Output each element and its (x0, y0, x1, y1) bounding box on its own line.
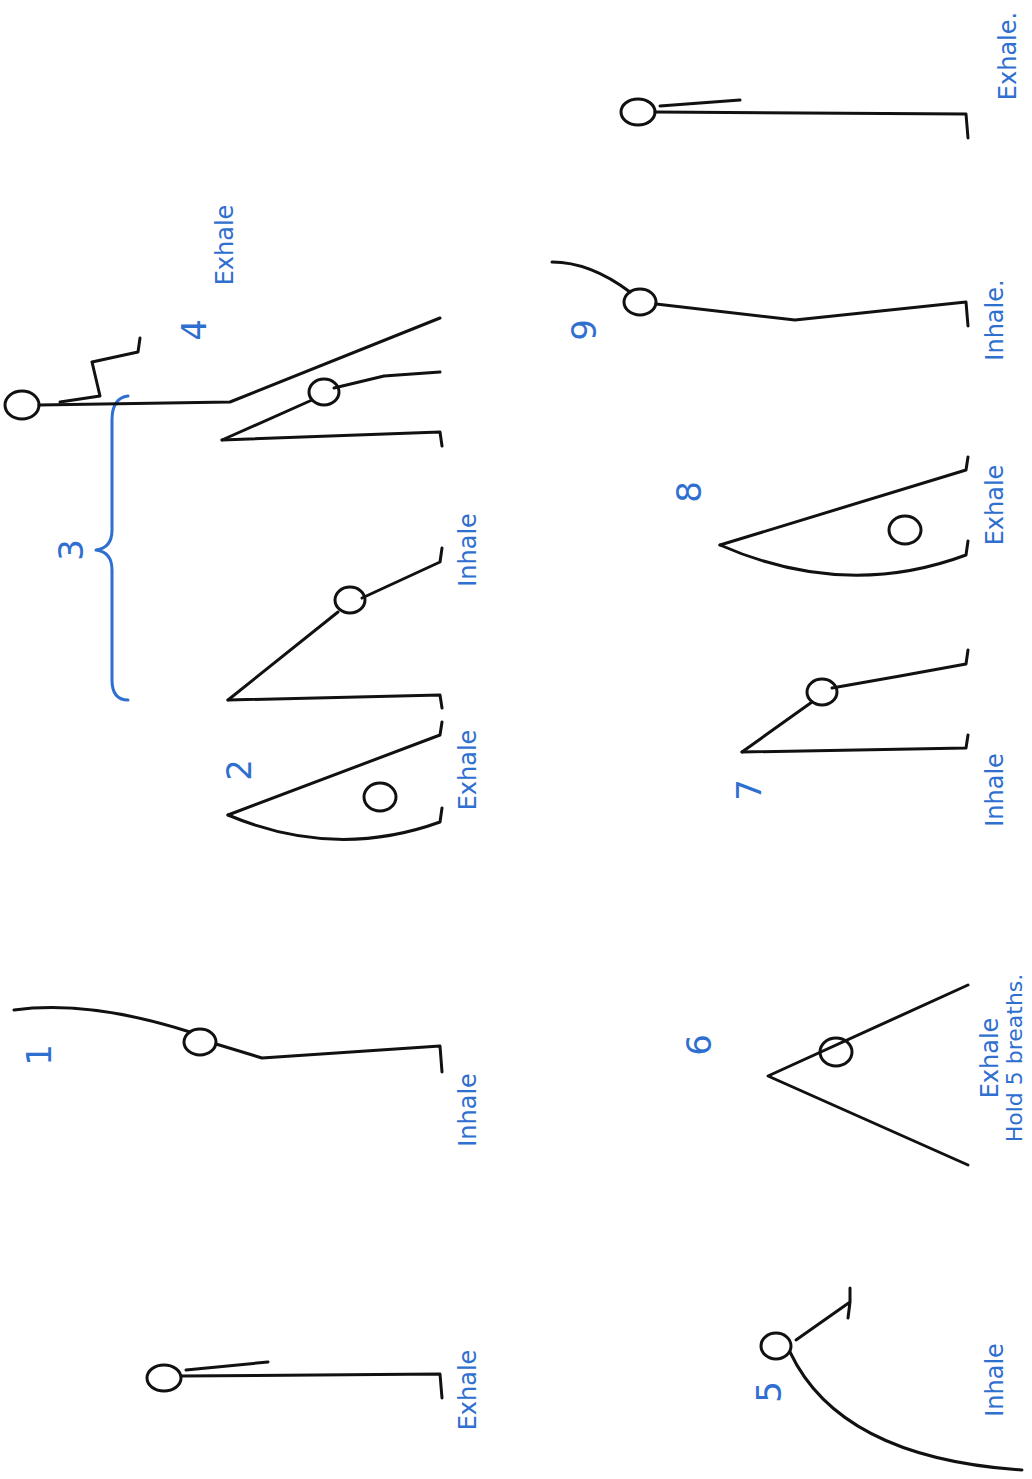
forward-fold-figure (720, 457, 968, 575)
step-number: 7 (731, 779, 768, 801)
breath-note: Exhale (982, 465, 1008, 546)
step-number: 3 (53, 539, 90, 561)
step-bracket (96, 396, 128, 700)
upward-dog-figure (761, 1288, 1022, 1470)
forward-fold-figure (228, 722, 442, 839)
breath-note: Inhale (982, 753, 1008, 827)
step-number: 4 (176, 319, 213, 341)
step-number: 6 (681, 1034, 718, 1056)
breath-note: Inhale (455, 1073, 481, 1147)
breath-note: Exhale (455, 1350, 481, 1431)
breath-note: Exhale. (995, 12, 1021, 100)
step-number: 8 (671, 481, 708, 503)
standing-figure (147, 1362, 442, 1398)
step-number: 2 (221, 759, 258, 781)
step-number: 1 (21, 1044, 58, 1066)
lunge-figure (742, 650, 968, 752)
arms-up-figure (14, 1008, 442, 1072)
breath-note: Inhale. (982, 279, 1008, 360)
breath-note: Exhale (212, 205, 238, 286)
lunge-figure (228, 548, 442, 708)
lunge-figure (222, 372, 442, 446)
breath-note: Inhale (982, 1343, 1008, 1417)
breath-note: Inhale (455, 513, 481, 587)
step-number: 9 (566, 319, 603, 341)
breath-note: Hold 5 breaths. (1003, 974, 1027, 1143)
step-number: 5 (751, 1381, 788, 1403)
breath-note: Exhale (977, 1018, 1003, 1099)
plank-figure (5, 318, 440, 419)
arms-up-figure (552, 262, 968, 326)
downward-dog-figure (768, 985, 968, 1165)
standing-figure (621, 99, 968, 138)
breath-note: Exhale (455, 730, 481, 811)
